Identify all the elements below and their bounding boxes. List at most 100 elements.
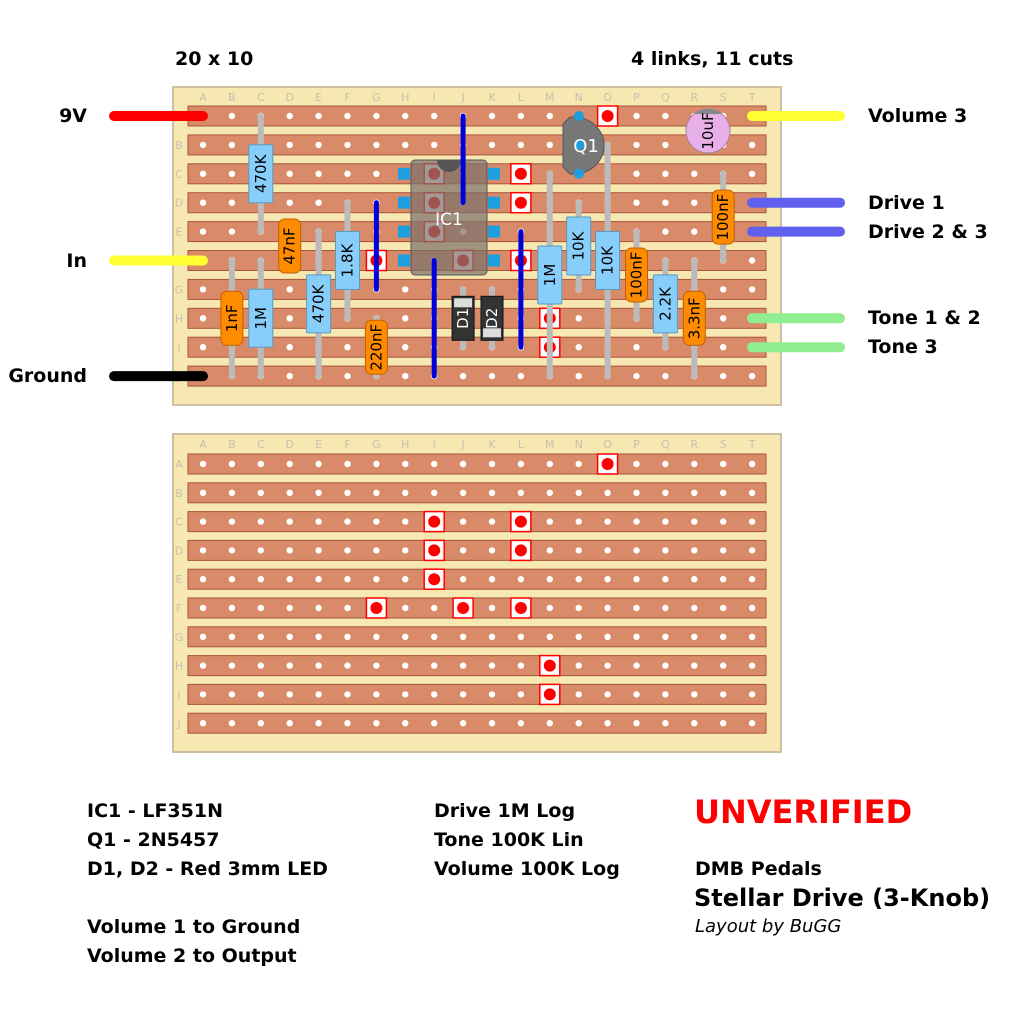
hole [286,720,293,727]
hole [604,691,611,698]
column-label: K [488,438,496,451]
hole [720,662,727,669]
hole [575,691,582,698]
brand: DMB Pedals [695,858,822,880]
hole [459,633,467,640]
column-label: P [633,91,640,104]
part-note-q1: Q1 - 2N5457 [87,829,220,851]
row-label: B [175,487,183,500]
resistor: 10K [595,231,621,290]
column-label: H [401,91,409,104]
diode-label: D2 [483,308,501,329]
part-note-diodes: D1, D2 - Red 3mm LED [87,858,328,880]
volume-note-1: Volume 1 to Ground [87,916,301,938]
hole [315,662,322,669]
hole [517,141,525,149]
hole [488,372,496,380]
hole [459,720,467,727]
hole [344,372,351,380]
row-label: F [176,602,182,615]
hole [199,662,207,669]
hole [402,112,409,120]
hole [720,691,727,698]
column-label: A [199,438,207,451]
column-label: F [344,438,350,451]
hole [373,112,380,120]
hole [199,604,207,612]
hole [517,112,525,120]
column-label: R [690,91,698,104]
hole [633,112,640,120]
hole [373,460,380,468]
hole [604,604,611,612]
hole [691,633,698,640]
hole [488,112,496,120]
copper-strip [187,568,767,590]
hole [257,604,264,612]
copper-strip [187,453,767,475]
hole [315,170,322,177]
hole [459,460,467,468]
hole [662,199,669,206]
hole [344,604,351,612]
hole [199,633,207,640]
hole [633,662,640,669]
hole [604,662,611,669]
hole [286,604,293,612]
pot-drive: Drive 1M Log [434,800,576,822]
board-size: 20 x 10 [175,48,254,70]
capacitor-body [278,218,302,274]
ic-label: IC1 [435,210,463,230]
hole [546,141,553,149]
copper-strip [187,511,767,533]
resistor: 10K [566,216,592,276]
ic-pin [488,225,500,238]
hole [748,286,756,293]
hole [459,372,467,380]
hole [604,633,611,640]
column-label: S [720,438,727,451]
capacitor-body [220,290,244,346]
hole [691,662,698,669]
resistor: 2.2K [652,274,678,334]
hole [662,228,669,235]
column-label: D [285,438,293,451]
hole [286,199,293,206]
hole [575,518,582,525]
transistor-pin [574,111,584,121]
hole [257,460,264,468]
hole [748,141,756,149]
hole [604,720,611,727]
hole [431,633,438,640]
resistor: 1M [537,245,563,305]
hole [546,720,553,727]
hole [344,460,351,468]
hole [402,372,409,380]
hole [286,344,293,351]
hole [315,604,322,612]
copper-strip [187,134,767,156]
hole [691,228,698,235]
resistor-body [566,216,592,276]
capacitor-body [682,290,706,346]
row-label: I [177,688,180,701]
hole [315,576,322,583]
hole [575,315,582,322]
ic-pin [398,196,410,209]
track-cut-mark [601,110,614,122]
hole [720,576,727,583]
hole [344,344,351,351]
hole [662,460,669,468]
hole [257,720,264,727]
wire-label-right: Drive 1 [868,191,945,214]
capacitor-body [625,247,648,303]
hole [662,547,669,554]
column-label: N [575,91,583,104]
column-label: O [603,91,612,104]
hole [748,489,756,496]
ic-pin [398,167,410,180]
hole [286,691,293,698]
unverified-status: UNVERIFIED [694,793,913,831]
copper-strip [187,683,767,705]
column-label: A [199,91,207,104]
